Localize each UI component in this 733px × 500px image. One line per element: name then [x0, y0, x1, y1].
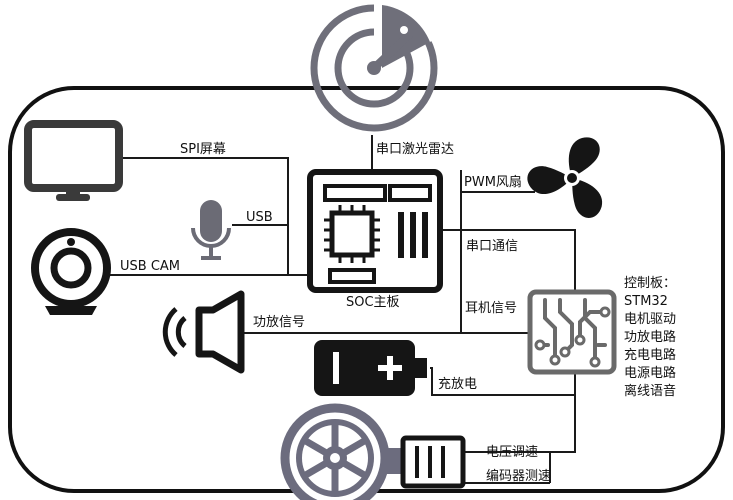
soc-board-icon [307, 169, 443, 293]
control-board-icon [527, 289, 617, 375]
label-serial-lidar: 串口激光雷达 [376, 142, 454, 157]
label-amp-signal: 功放信号 [253, 315, 305, 330]
label-soc-board: SOC主板 [346, 295, 400, 310]
microphone-icon [191, 200, 231, 260]
label-encoder-speed: 编码器测速 [486, 469, 551, 484]
motor-icon [385, 435, 466, 489]
control-board-line: 控制板： [624, 276, 676, 291]
control-board-line: 电源电路 [624, 365, 676, 381]
lidar-icon [310, 1, 438, 132]
label-charge-discharge: 充放电 [438, 376, 477, 392]
control-board-line: 电机驱动 [624, 312, 676, 327]
label-voltage-speed: 电压调速 [486, 445, 538, 460]
control-board-description: 控制板： STM32 电机驱动 功放电路 充电电路 电源电路 离线语音 [624, 276, 676, 399]
monitor-icon [24, 120, 123, 201]
label-serial-comm: 串口通信 [466, 239, 518, 254]
control-board-line: 功放电路 [624, 329, 676, 345]
label-usb-cam: USB CAM [120, 259, 180, 274]
webcam-icon [31, 228, 111, 315]
control-board-line: 离线语音 [624, 383, 676, 399]
connector-lines [108, 135, 576, 484]
battery-icon [314, 340, 427, 396]
label-pwm-fan: PWM风扇 [464, 174, 522, 190]
label-spi-screen: SPI屏幕 [180, 142, 226, 157]
fan-icon [527, 137, 603, 218]
wheel-icon [280, 403, 390, 500]
control-board-line: STM32 [624, 294, 668, 309]
speaker-icon [162, 290, 245, 374]
control-board-line: 充电电路 [624, 347, 676, 363]
label-usb: USB [246, 210, 273, 225]
label-earphone-signal: 耳机信号 [465, 301, 517, 316]
